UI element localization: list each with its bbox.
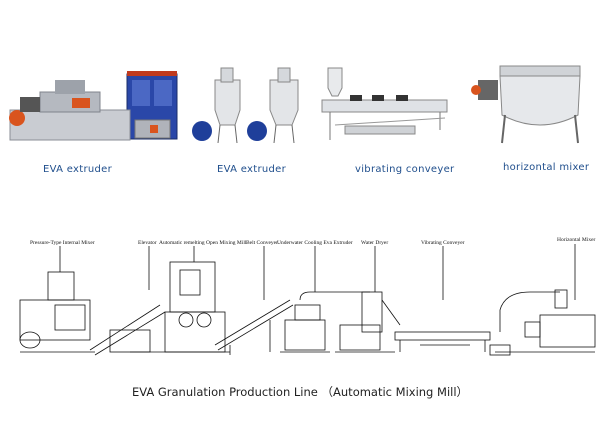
- diagram-caption: EVA Granulation Production Line （Automat…: [131, 385, 469, 399]
- label-water-dryer: Water Dryer: [361, 240, 389, 246]
- label-elevator: Elevator: [138, 240, 157, 246]
- label-pressure-type-internal-mixer: Pressure-Type Internal Mixer: [30, 240, 95, 246]
- label-horizontal-mixer: Horizontal Mixer: [557, 237, 596, 243]
- photo-label-horizontal-mixer: horizontal mixer: [503, 162, 590, 173]
- label-vibrating-conveyer: Vibrating Conveyer: [421, 240, 465, 246]
- photo-label-eva-extruder-2: EVA extruder: [217, 164, 287, 175]
- label-underwater-cooling-extruder: Underwater Cooling Eva Extruder: [277, 240, 353, 246]
- photo-label-eva-extruder-1: EVA extruder: [43, 164, 113, 175]
- photo-label-vibrating-conveyer: vibrating conveyer: [355, 164, 455, 175]
- label-belt-conveyer: Belt Conveyer: [246, 240, 278, 246]
- label-open-mixing-mill: Automatic remelting Open Mixing Mill: [159, 240, 247, 246]
